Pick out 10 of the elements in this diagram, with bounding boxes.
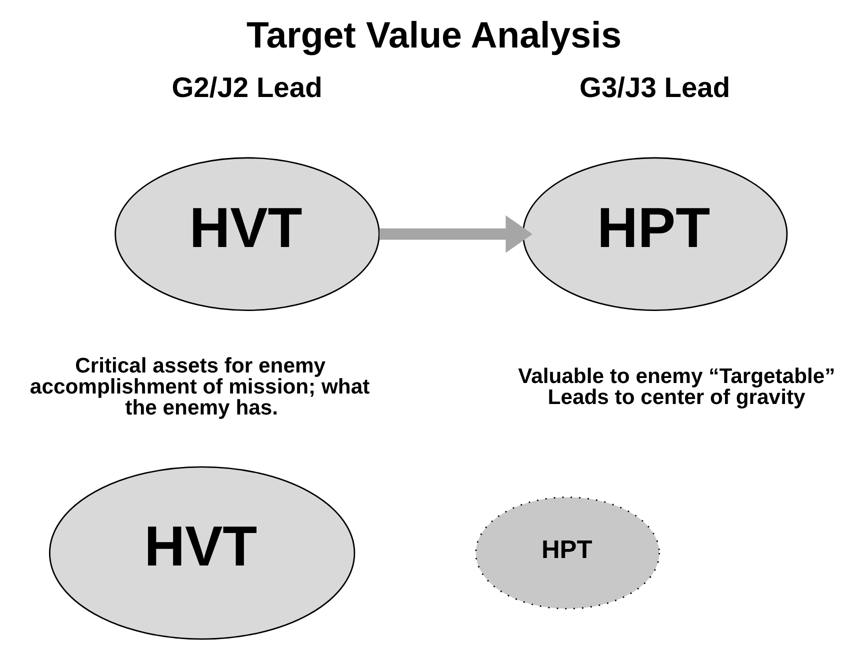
node-ellipse: HVT: [114, 157, 380, 311]
diagram-title: Target Value Analysis: [246, 14, 622, 56]
node-label: G2/J2 Lead: [172, 71, 322, 104]
node-label: G3/J3 Lead: [580, 71, 730, 104]
node-ellipse: HPT: [475, 496, 660, 610]
node-ellipse: HVT: [48, 466, 356, 640]
node-label: Valuable to enemy “Targetable” Leads to center of gravity: [518, 364, 836, 410]
node-ellipse: HPT: [522, 157, 788, 311]
arrow: [379, 215, 532, 253]
node-label: Critical assets for enemy accomplishment of mission; what the enemy has.: [30, 354, 370, 420]
